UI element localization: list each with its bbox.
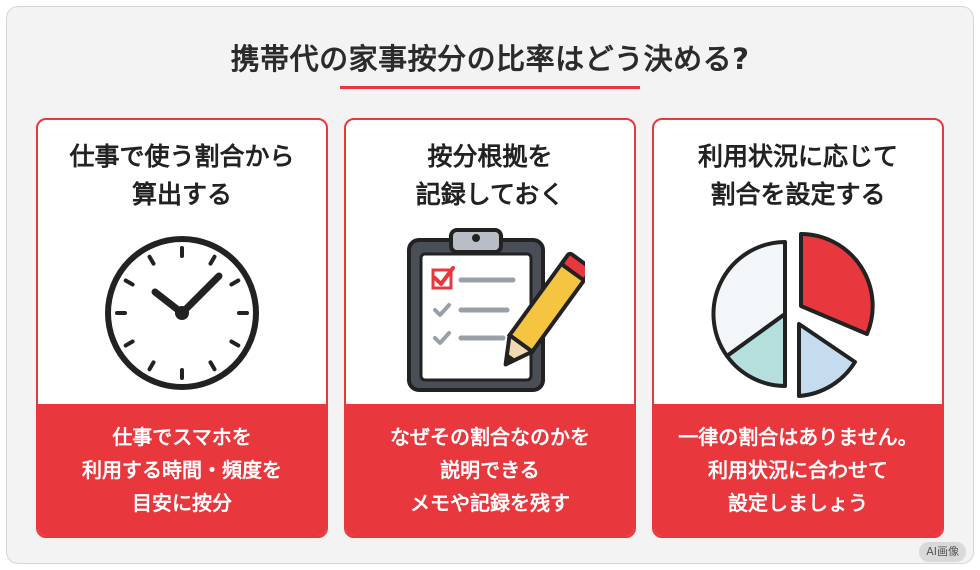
clock-icon: [38, 228, 326, 398]
card-footer: 仕事でスマホを 利用する時間・頻度を 目安に按分: [38, 404, 326, 536]
card-heading: 按分根拠を 記録しておく: [415, 142, 565, 209]
card-footer: なぜその割合なのかを 説明できる メモや記録を残す: [346, 404, 634, 536]
card-set-ratio: 利用状況に応じて 割合を設定する 一律の割合はありません。 利用状況に合わせて …: [652, 118, 944, 538]
clipboard-pencil-icon: [346, 228, 634, 398]
title-underline: [340, 86, 640, 89]
card-record-basis: 按分根拠を 記録しておく なぜその割合なのかを 説明できる メモや記録: [344, 118, 636, 538]
card-work-ratio: 仕事で使う割合から 算出する 仕事でスマ: [36, 118, 328, 538]
ai-image-badge: AI画像: [919, 542, 966, 562]
page-title: 携帯代の家事按分の比率はどう決める?: [230, 42, 750, 76]
card-heading: 仕事で使う割合から 算出する: [69, 142, 295, 209]
card-heading: 利用状況に応じて 割合を設定する: [697, 142, 898, 209]
pie-chart-icon: [654, 228, 942, 398]
card-footer: 一律の割合はありません。 利用状況に合わせて 設定しましょう: [654, 404, 942, 536]
